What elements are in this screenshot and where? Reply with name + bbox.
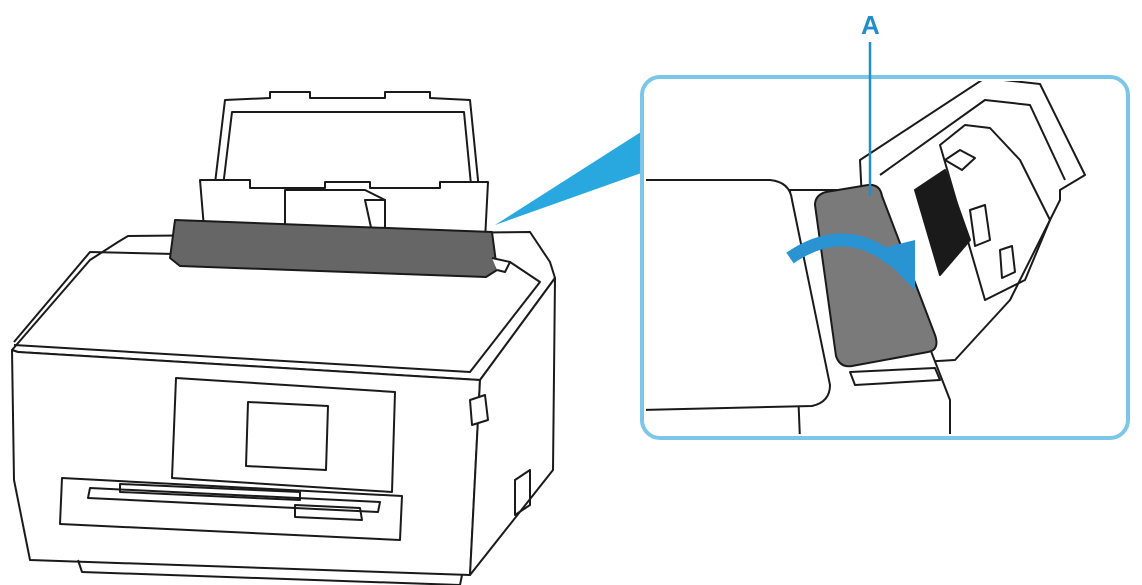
printer-top-detail <box>646 179 831 411</box>
paper-support <box>199 91 489 241</box>
operation-panel <box>171 377 396 493</box>
output-tray <box>59 477 463 585</box>
feed-slot-cover <box>169 219 511 278</box>
feed-slot-cover-detail <box>814 183 938 368</box>
open-arrow <box>786 233 915 290</box>
callout-connector <box>495 130 644 225</box>
printer <box>11 91 556 585</box>
callout-detail: A <box>640 10 1130 440</box>
callout-label-a: A <box>861 10 880 40</box>
